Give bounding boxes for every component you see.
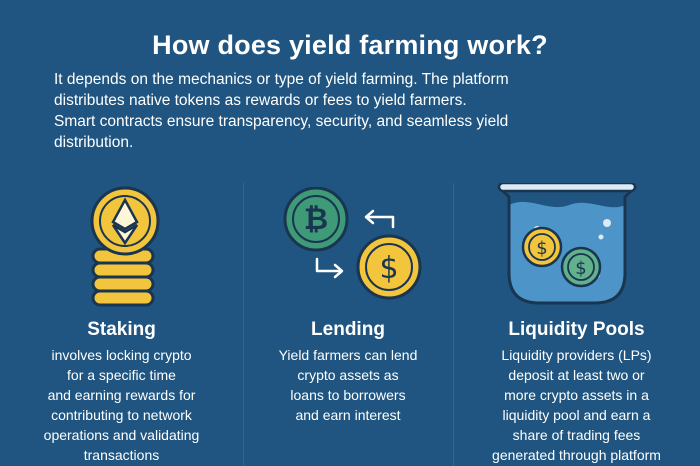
column-divider (243, 183, 244, 466)
description-line: liquidity pool and earn a (502, 407, 651, 423)
intro-line: Smart contracts ensure transparency, sec… (54, 113, 509, 130)
intro-line: distributes native tokens as rewards or … (54, 92, 467, 109)
description-line: transactions (83, 447, 160, 463)
description-line: involves locking crypto (51, 347, 192, 363)
description-line: generated through platform (492, 447, 661, 463)
liquidity-pools-description: Liquidity providers (LPs) deposit at lea… (453, 345, 700, 465)
intro-line: distribution. (54, 134, 134, 151)
description-line: Yield farmers can lend (278, 347, 418, 363)
bitcoin-dollar-exchange-icon: ₿ $ (283, 187, 422, 300)
intro-line: It depends on the mechanics or type of y… (54, 71, 509, 88)
description-line: contributing to network (51, 407, 192, 423)
svg-text:$: $ (575, 258, 586, 279)
staking-description: involves locking crypto for a specific t… (0, 345, 243, 465)
description-line: and earn interest (295, 407, 401, 423)
description-line: Liquidity providers (LPs) (501, 347, 652, 363)
liquidity-pools-title: Liquidity Pools (508, 319, 645, 340)
svg-text:$: $ (536, 238, 547, 259)
ethereum-coin-stack-icon (90, 186, 160, 307)
description-line: for a specific time (67, 367, 176, 383)
lending-description: Yield farmers can lend crypto assets as … (243, 345, 453, 425)
liquidity-pool-beaker-icon: $ $ (497, 183, 637, 305)
description-line: and earning rewards for (47, 387, 196, 403)
lending-title: Lending (311, 319, 385, 340)
description-line: more crypto assets in a (504, 387, 649, 403)
description-line: loans to borrowers (290, 387, 406, 403)
staking-title: Staking (87, 319, 156, 340)
page-title: How does yield farming work? (152, 30, 548, 60)
intro-paragraph: It depends on the mechanics or type of y… (54, 69, 674, 153)
description-line: crypto assets as (297, 367, 399, 383)
description-line: operations and validating (43, 427, 200, 443)
description-line: deposit at least two or (508, 367, 645, 383)
svg-text:₿: ₿ (304, 202, 328, 237)
svg-text:$: $ (379, 251, 398, 286)
description-line: share of trading fees (512, 427, 641, 443)
column-divider (453, 183, 454, 466)
